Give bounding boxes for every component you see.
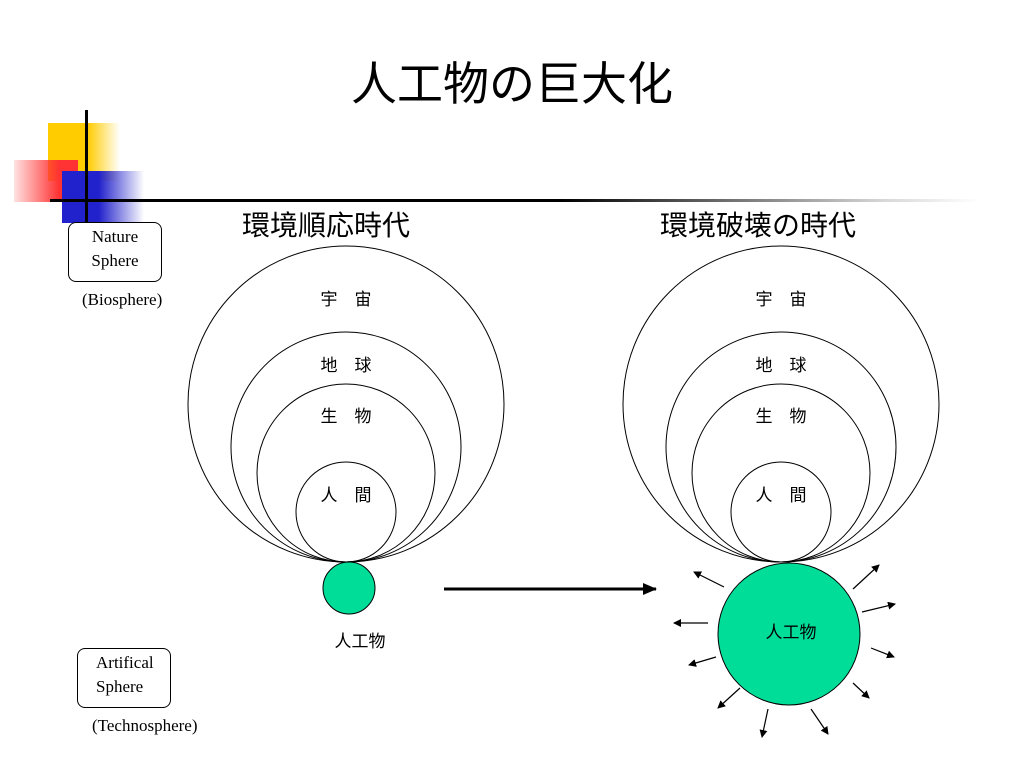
artifical-sphere-box: Artifical Sphere — [77, 648, 171, 708]
nature-box-line2: Sphere — [91, 251, 139, 270]
technosphere-note: (Technosphere) — [92, 716, 198, 735]
left-sphere-group: 宇 宙 地 球 生 物 人 間 人工物 — [187, 245, 505, 652]
expansion-arrow-wsw — [688, 656, 717, 667]
expansion-arrow-sse — [810, 708, 829, 735]
right-sphere-group: 宇 宙 地 球 生 物 人 間 人工物 — [622, 245, 940, 738]
left-era-title: 環境順応時代 — [242, 209, 411, 242]
expansion-arrow-ne — [852, 564, 880, 590]
right-human-label: 人 間 — [756, 486, 807, 506]
artifical-box-line1: Artifical — [96, 653, 154, 672]
left-life-label: 生 物 — [321, 407, 372, 427]
right-universe-label: 宇 宙 — [756, 290, 807, 310]
expansion-arrow-sw — [717, 687, 741, 709]
right-earth-label: 地 球 — [756, 356, 807, 376]
right-artifact-circle — [717, 562, 861, 706]
biosphere-note: (Biosphere) — [82, 290, 163, 309]
vertical-rule — [85, 110, 88, 228]
left-universe-label: 宇 宙 — [321, 290, 372, 310]
nature-sphere-box: Nature Sphere — [68, 222, 162, 282]
left-artifact-label: 人工物 — [335, 632, 386, 652]
right-life-label: 生 物 — [756, 407, 807, 427]
expansion-arrow-ese — [870, 647, 895, 659]
left-artifact-circle — [322, 561, 376, 615]
left-earth-label: 地 球 — [321, 356, 372, 376]
horizontal-rule — [50, 199, 980, 202]
left-human-circle — [295, 461, 397, 563]
right-era-title: 環境破壊の時代 — [660, 209, 857, 242]
expansion-arrow-se — [852, 682, 870, 699]
expansion-arrow-nw — [693, 571, 725, 588]
right-artifact-label: 人工物 — [766, 623, 817, 643]
left-human-label: 人 間 — [321, 486, 372, 506]
expansion-arrow-e — [861, 601, 896, 613]
slide-title: 人工物の巨大化 — [351, 57, 673, 111]
expansion-arrow-ssw — [759, 708, 769, 738]
right-human-circle — [730, 461, 832, 563]
artifical-box-line2: Sphere — [96, 677, 144, 696]
nature-box-line1: Nature — [91, 227, 139, 246]
blue-square-decoration — [62, 171, 144, 223]
